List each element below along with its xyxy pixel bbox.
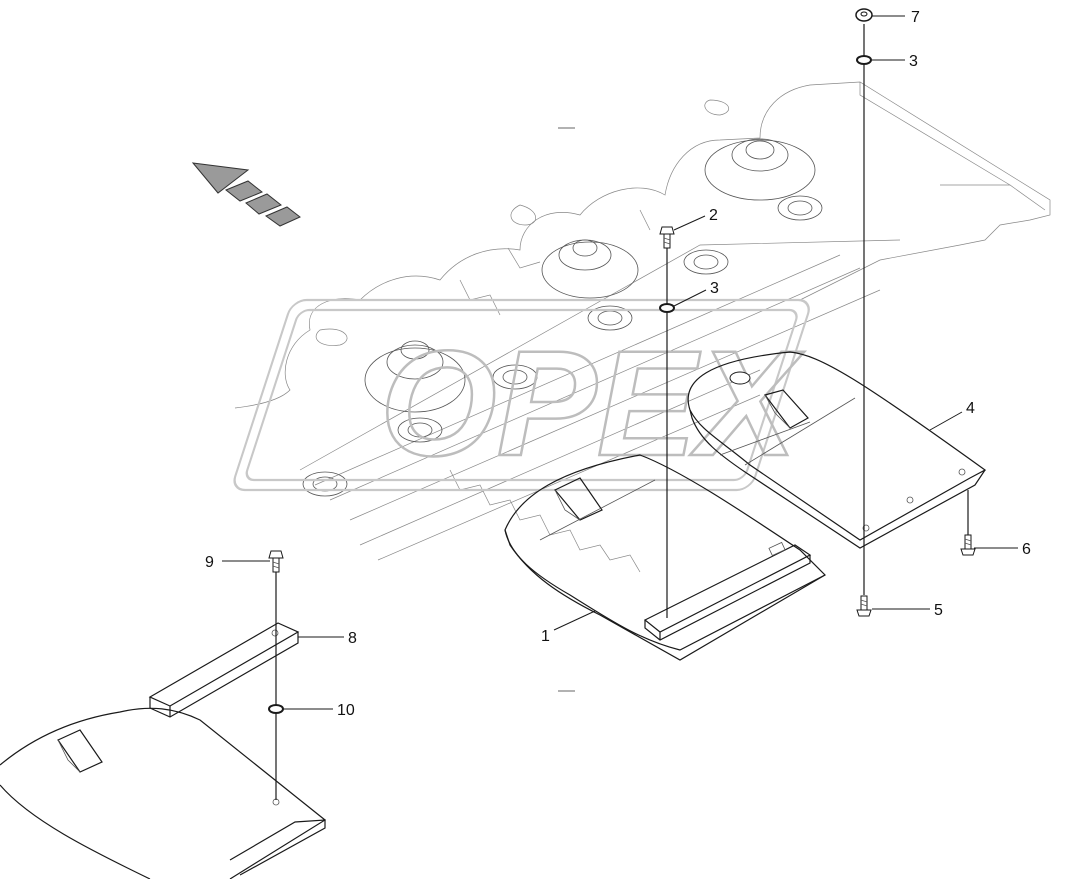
callout-3-center: 3 xyxy=(710,280,719,297)
callout-9: 9 xyxy=(205,554,214,571)
callout-8: 8 xyxy=(348,630,357,647)
center-marks xyxy=(558,127,575,692)
cutter-bar-outline xyxy=(234,81,1051,573)
part-1-skid-plate xyxy=(504,454,827,661)
part-4-skid-plate xyxy=(687,351,987,549)
partial-skid-plate-lower xyxy=(0,707,327,879)
opex-watermark: OPEX xyxy=(233,298,810,492)
fastener-stack-center xyxy=(659,226,675,618)
callout-6: 6 xyxy=(1022,541,1031,558)
part-8-wear-strip xyxy=(148,622,300,718)
nut-icon xyxy=(855,8,873,22)
washer-icon xyxy=(856,55,872,65)
bolt-6 xyxy=(960,490,976,556)
bolt-icon xyxy=(659,226,675,249)
callout-5: 5 xyxy=(934,602,943,619)
callout-4: 4 xyxy=(966,400,975,417)
callout-labels: 7 3 2 3 4 6 5 1 8 9 10 xyxy=(205,9,1031,719)
callout-10: 10 xyxy=(337,702,355,719)
fastener-stack-right xyxy=(855,8,873,617)
fastener-stack-left xyxy=(268,550,284,800)
washer-icon xyxy=(659,303,675,313)
countersunk-bolt-icon xyxy=(856,595,872,617)
callout-3-top: 3 xyxy=(909,53,918,70)
callout-7: 7 xyxy=(911,9,920,26)
callout-1: 1 xyxy=(541,628,550,645)
washer-icon xyxy=(268,704,284,714)
callout-leaders xyxy=(222,15,1018,710)
watermark-text: OPEX xyxy=(380,319,805,487)
bolt-icon xyxy=(268,550,284,573)
direction-arrow-icon xyxy=(191,162,301,227)
callout-2: 2 xyxy=(709,207,718,224)
